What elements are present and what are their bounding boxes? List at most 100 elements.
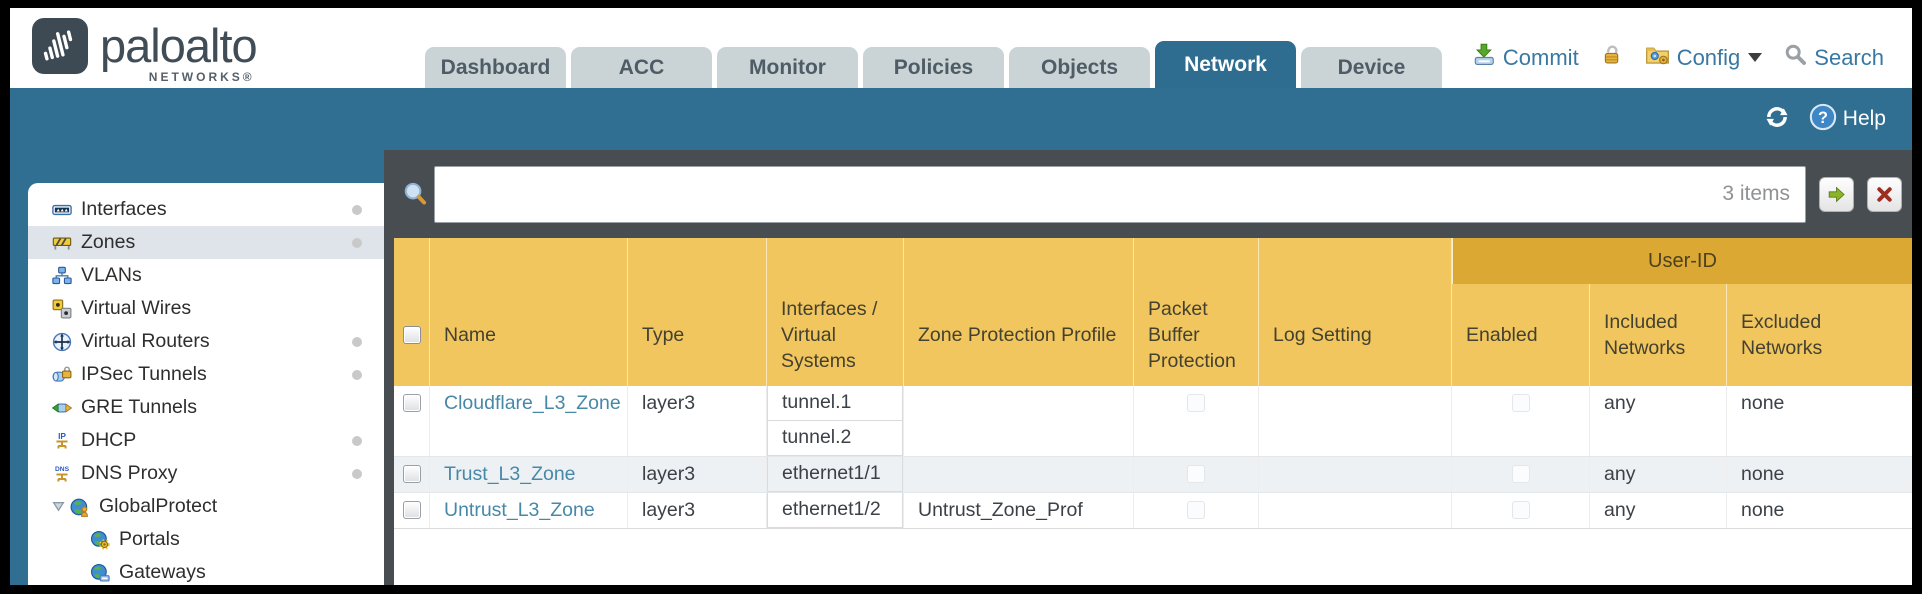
- tab-dashboard[interactable]: Dashboard: [425, 47, 566, 88]
- sidebar-item-label: Zones: [81, 231, 136, 253]
- sidebar-item-interfaces[interactable]: Interfaces: [28, 193, 384, 226]
- chevron-down-icon[interactable]: [1748, 53, 1763, 62]
- included-networks: any: [1590, 457, 1727, 492]
- row-checkbox[interactable]: [402, 394, 421, 412]
- zones-table: User-ID Name Type Interfaces / Virtual S…: [394, 238, 1912, 529]
- sidebar-nav: Interfaces Zones: [28, 183, 384, 585]
- interface-entry: tunnel.2: [767, 421, 903, 456]
- excluded-networks: none: [1741, 392, 1785, 414]
- commit-icon: [1473, 43, 1496, 72]
- config-button[interactable]: Config: [1676, 44, 1741, 70]
- red-x-icon: [1877, 186, 1892, 202]
- included-networks: any: [1590, 493, 1727, 528]
- excluded-networks: none: [1741, 463, 1785, 485]
- tab-monitor[interactable]: Monitor: [717, 47, 858, 88]
- column-header-interfaces[interactable]: Interfaces / Virtual Systems: [767, 284, 904, 386]
- sidebar-item-label: DHCP: [81, 429, 137, 451]
- packet-buffer-checkbox[interactable]: [1187, 394, 1205, 412]
- sidebar-item-virtual-wires[interactable]: Virtual Wires: [28, 292, 384, 325]
- row-checkbox[interactable]: [402, 465, 421, 483]
- search-button[interactable]: Search: [1814, 44, 1884, 70]
- filter-input[interactable]: [434, 165, 1806, 223]
- sidebar-item-label: VLANs: [81, 264, 142, 286]
- apply-filter-button[interactable]: [1819, 176, 1854, 212]
- table-row: Untrust_L3_Zone layer3 ethernet1/2 Untru…: [394, 492, 1912, 529]
- clear-filter-button[interactable]: [1867, 176, 1902, 212]
- ipsec-tunnels-icon: [52, 365, 72, 382]
- sidebar-item-virtual-routers[interactable]: Virtual Routers: [28, 325, 384, 358]
- search-icon: [1784, 43, 1807, 72]
- virtual-routers-icon: [52, 332, 72, 351]
- sidebar-item-label: GlobalProtect: [99, 495, 218, 517]
- app-window: paloalto NETWORKS® Dashboard ACC Monitor…: [10, 8, 1912, 585]
- filter-bar: 3 items: [394, 150, 1912, 238]
- sidebar-item-dns-proxy[interactable]: DNS DNS Proxy: [28, 457, 384, 490]
- tab-policies[interactable]: Policies: [863, 47, 1004, 88]
- packet-buffer-protection-cell: [1134, 493, 1259, 528]
- dhcp-icon: IP: [56, 431, 68, 448]
- user-id-enabled-checkbox[interactable]: [1511, 501, 1530, 519]
- excluded-networks: none: [1741, 499, 1785, 521]
- paloalto-logo-icon: [32, 18, 88, 74]
- sidebar-item-gre-tunnels[interactable]: GRE Tunnels: [28, 391, 384, 424]
- interface-entry: ethernet1/1: [767, 457, 903, 492]
- panel-divider: [384, 150, 394, 585]
- tab-network[interactable]: Network: [1155, 41, 1296, 88]
- tab-objects[interactable]: Objects: [1009, 47, 1150, 88]
- row-checkbox[interactable]: [402, 501, 421, 519]
- help-icon[interactable]: ?: [1809, 103, 1837, 136]
- interface-entry: tunnel.1: [767, 386, 903, 421]
- header-actions: Commit: [1473, 43, 1884, 72]
- zone-type: layer3: [628, 386, 767, 456]
- column-header-type[interactable]: Type: [628, 284, 767, 386]
- zone-name-link[interactable]: Cloudflare_L3_Zone: [430, 386, 628, 456]
- sidebar-item-gateways[interactable]: Gateways: [28, 556, 384, 585]
- status-dot: [352, 237, 362, 248]
- unlock-icon[interactable]: [1601, 44, 1623, 72]
- log-setting: [1259, 386, 1452, 456]
- zone-type: layer3: [628, 493, 767, 528]
- main-panel: 3 items User-ID: [394, 150, 1912, 585]
- user-id-enabled-checkbox[interactable]: [1511, 394, 1530, 412]
- table-row: Trust_L3_Zone layer3 ethernet1/1 any non…: [394, 456, 1912, 492]
- zone-name-link[interactable]: Trust_L3_Zone: [430, 457, 628, 492]
- paloalto-logo: paloalto NETWORKS®: [32, 18, 258, 84]
- packet-buffer-checkbox[interactable]: [1187, 465, 1205, 483]
- column-header-enabled[interactable]: Enabled: [1452, 284, 1590, 386]
- sidebar-item-label: Virtual Routers: [81, 330, 210, 352]
- column-header-log-setting[interactable]: Log Setting: [1259, 284, 1452, 386]
- virtual-wires-icon: [52, 299, 72, 318]
- sidebar-item-globalprotect[interactable]: GlobalProtect: [28, 490, 384, 523]
- column-header-included-networks[interactable]: Included Networks: [1590, 284, 1727, 386]
- svg-text:?: ?: [1818, 108, 1828, 126]
- packet-buffer-protection-cell: [1134, 386, 1259, 456]
- sidebar-item-dhcp[interactable]: IP DHCP: [28, 424, 384, 457]
- main-nav-tabs: Dashboard ACC Monitor Policies Objects N…: [425, 41, 1442, 88]
- sidebar-item-zones[interactable]: Zones: [28, 226, 384, 259]
- column-header-excluded-networks[interactable]: Excluded Networks: [1741, 310, 1823, 359]
- help-label[interactable]: Help: [1842, 107, 1886, 130]
- portals-icon: [91, 530, 110, 550]
- refresh-icon[interactable]: [1763, 103, 1791, 136]
- tab-device[interactable]: Device: [1301, 47, 1442, 88]
- interfaces-icon: [52, 204, 72, 215]
- sidebar-item-portals[interactable]: Portals: [28, 523, 384, 556]
- column-header-packet-buffer-protection[interactable]: Packet Buffer Protection: [1134, 284, 1259, 386]
- expander-triangle-icon[interactable]: [52, 500, 65, 513]
- commit-button[interactable]: Commit: [1502, 44, 1579, 70]
- table-row: Cloudflare_L3_Zone layer3 tunnel.1 tunne…: [394, 386, 1912, 456]
- packet-buffer-checkbox[interactable]: [1187, 501, 1205, 519]
- select-all-checkbox[interactable]: [402, 326, 421, 344]
- vlans-icon: [52, 266, 72, 284]
- packet-buffer-protection-cell: [1134, 457, 1259, 492]
- zone-protection-profile: Untrust_Zone_Prof: [904, 493, 1134, 528]
- table-header-row: Name Type Interfaces / Virtual Systems Z…: [394, 284, 1912, 386]
- user-id-enabled-checkbox[interactable]: [1511, 465, 1530, 483]
- sidebar-item-ipsec-tunnels[interactable]: IPSec Tunnels: [28, 358, 384, 391]
- brand-wordmark: paloalto: [100, 19, 258, 72]
- zone-name-link[interactable]: Untrust_L3_Zone: [430, 493, 628, 528]
- tab-acc[interactable]: ACC: [571, 47, 712, 88]
- column-header-name[interactable]: Name: [430, 284, 628, 386]
- column-header-zone-protection-profile[interactable]: Zone Protection Profile: [904, 284, 1134, 386]
- sidebar-item-vlans[interactable]: VLANs: [28, 259, 384, 292]
